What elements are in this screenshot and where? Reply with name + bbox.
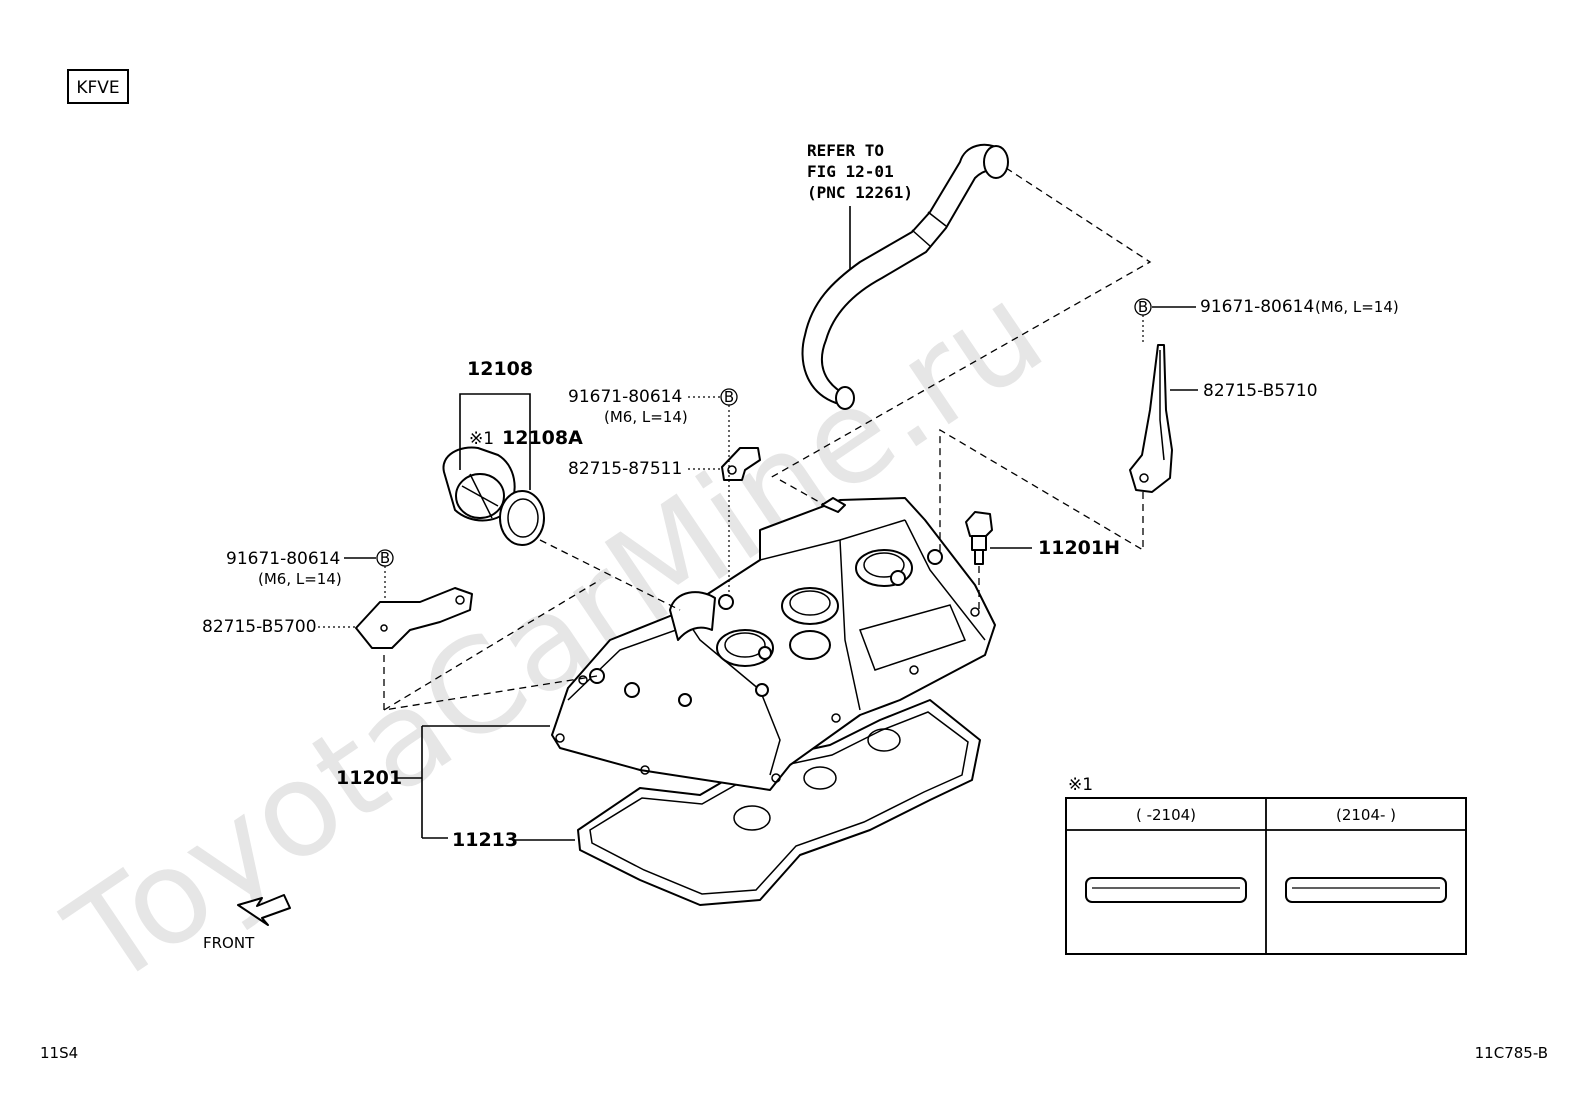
inset-gasket-new-illustration: [1285, 877, 1447, 903]
part-12108A-label: 12108A: [502, 427, 583, 449]
bolt-left-spec: (M6, L=14): [258, 570, 342, 588]
bolt-right-marker-letter: B: [1138, 298, 1148, 316]
hose-connection-dashed: [769, 167, 1152, 479]
stud-bolt-illustration: [965, 511, 993, 565]
engine-code-box: [67, 69, 129, 104]
front-arrow-icon: [237, 894, 291, 926]
center-bracket-illustration: [721, 447, 761, 481]
footer-left-code: 11S4: [40, 1044, 78, 1062]
left-bracket-dashed: [383, 579, 601, 711]
cylinder-head-cover-illustration: [551, 497, 996, 906]
part-11201-leader: [396, 725, 550, 838]
refer-note-line1: REFER TO: [807, 141, 884, 160]
pcv-hose-illustration: [801, 143, 1009, 410]
bracket-right-part-number: 82715-B5710: [1203, 381, 1318, 401]
bolt-center-spec: (M6, L=14): [604, 408, 688, 426]
part-11213-leader: [422, 837, 575, 841]
part-12108-label: 12108: [467, 358, 533, 380]
bolt-left-part-number: 91671-80614: [226, 549, 340, 569]
bolt-right-part-number: 91671-80614: [1200, 297, 1314, 317]
inset-col2-header: (2104- ): [1336, 806, 1396, 824]
front-label: FRONT: [203, 934, 255, 952]
refer-note-line2: FIG 12-01: [807, 162, 894, 181]
bolt-center-marker-letter: B: [724, 388, 734, 406]
right-bracket-dashed: [939, 428, 1144, 555]
bracket-left-part-number: 82715-B5700: [202, 617, 317, 637]
left-bracket-illustration: [355, 587, 473, 649]
hose-port-dashed: [779, 479, 831, 509]
bolt-center-part-number: 91671-80614: [568, 387, 682, 407]
part-12108-bracket-leader: [459, 393, 531, 490]
inset-table: [1065, 797, 1467, 955]
inset-gasket-old-illustration: [1085, 877, 1247, 903]
cap-connection-dashed: [539, 539, 681, 611]
footer-right-code: 11C785-B: [1475, 1044, 1548, 1062]
bolt-left-marker-letter: B: [380, 549, 390, 567]
bracket-center-part-number: 82715-87511: [568, 459, 682, 479]
inset-title: ※1: [1068, 775, 1093, 795]
inset-col1-header: ( -2104): [1136, 806, 1196, 824]
part-11201-label: 11201: [336, 767, 402, 789]
oil-filler-cap-illustration: [442, 446, 545, 546]
engine-code-label: KFVE: [76, 78, 119, 98]
part-11213-label: 11213: [452, 829, 518, 851]
refer-note-line3: (PNC 12261): [807, 183, 913, 202]
note-mark-label: ※1: [469, 429, 494, 449]
bolt-right-spec: (M6, L=14): [1315, 298, 1399, 316]
right-bracket-illustration: [1129, 344, 1173, 493]
part-11201H-label: 11201H: [1038, 537, 1120, 559]
